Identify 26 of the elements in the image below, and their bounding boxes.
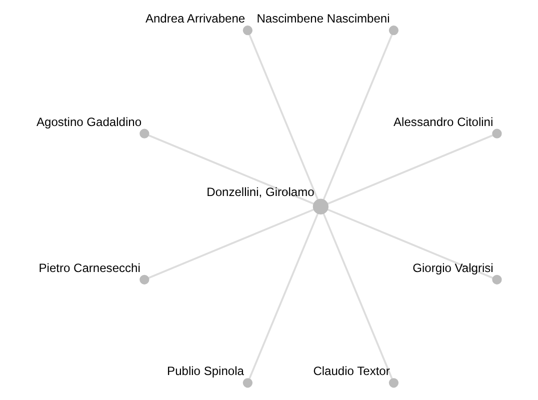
connector — [248, 34, 318, 200]
connector — [148, 134, 314, 205]
node-label: Donzellini, Girolamo — [206, 184, 314, 199]
node-circle — [492, 274, 502, 284]
connector — [248, 212, 318, 380]
node-label: Andrea Arrivabene — [144, 12, 245, 26]
connector — [326, 134, 493, 205]
node-label: Nascimbene Nascimbeni — [256, 12, 390, 26]
node-label: Giorgio Valgrisi — [412, 260, 493, 275]
connector — [148, 208, 314, 279]
node-circle — [492, 128, 502, 138]
node-circle — [139, 274, 149, 284]
node-label: Alessandro Citolini — [393, 114, 493, 129]
connector — [322, 34, 392, 200]
node-circle — [388, 378, 398, 388]
node-circle — [312, 198, 328, 214]
node-circle — [242, 26, 252, 36]
node-circle — [242, 378, 252, 388]
node-label: Publio Spinola — [166, 364, 244, 378]
connector — [326, 208, 493, 279]
node-label: Pietro Carnesecchi — [38, 260, 140, 275]
node-circle — [139, 128, 149, 138]
connector — [322, 212, 392, 380]
node-label: Claudio Textor — [312, 364, 390, 378]
node-circle — [388, 26, 398, 36]
node-label: Agostino Gadaldino — [36, 114, 142, 129]
